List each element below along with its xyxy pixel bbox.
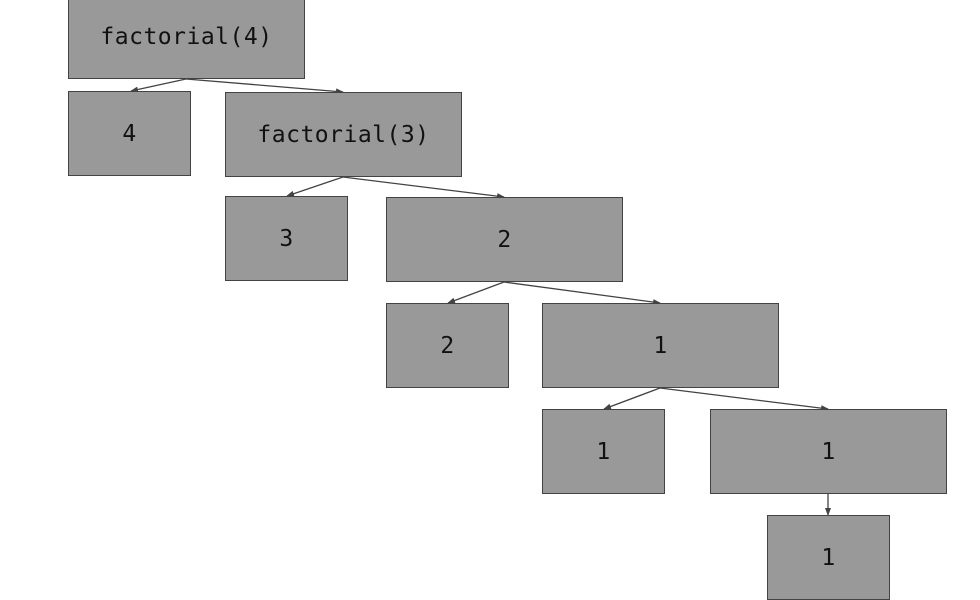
node-label: factorial(4) [100, 23, 273, 50]
node-value-4: 4 [68, 91, 191, 176]
node-value-1: 1 [542, 409, 665, 494]
node-label: factorial(3) [257, 121, 430, 148]
edge-factorial-3-to-3 [286, 176, 344, 197]
node-label: 2 [440, 332, 455, 359]
edge-factorial-3-to-2 [342, 176, 505, 200]
edge-1-to-1-right [659, 387, 829, 412]
node-label: 2 [497, 226, 512, 253]
edge-2-to-1 [503, 281, 661, 306]
node-result-1: 1 [542, 303, 779, 388]
node-factorial-3: factorial(3) [225, 92, 462, 177]
node-label: 1 [653, 332, 668, 359]
edge-2-to-2 [447, 281, 505, 304]
edge-root-to-factorial-3 [185, 78, 344, 95]
node-factorial-4: factorial(4) [68, 0, 305, 79]
node-label: 1 [821, 438, 836, 465]
node-result-1-right: 1 [710, 409, 947, 494]
node-label: 4 [122, 120, 137, 147]
node-base-case-1: 1 [767, 515, 890, 600]
node-label: 1 [596, 438, 611, 465]
node-result-2: 2 [386, 197, 623, 282]
node-value-2: 2 [386, 303, 509, 388]
node-label: 1 [821, 544, 836, 571]
node-value-3: 3 [225, 196, 348, 281]
edge-root-to-4 [130, 78, 187, 93]
node-label: 3 [279, 225, 294, 252]
edge-1-to-1-left [603, 387, 661, 410]
